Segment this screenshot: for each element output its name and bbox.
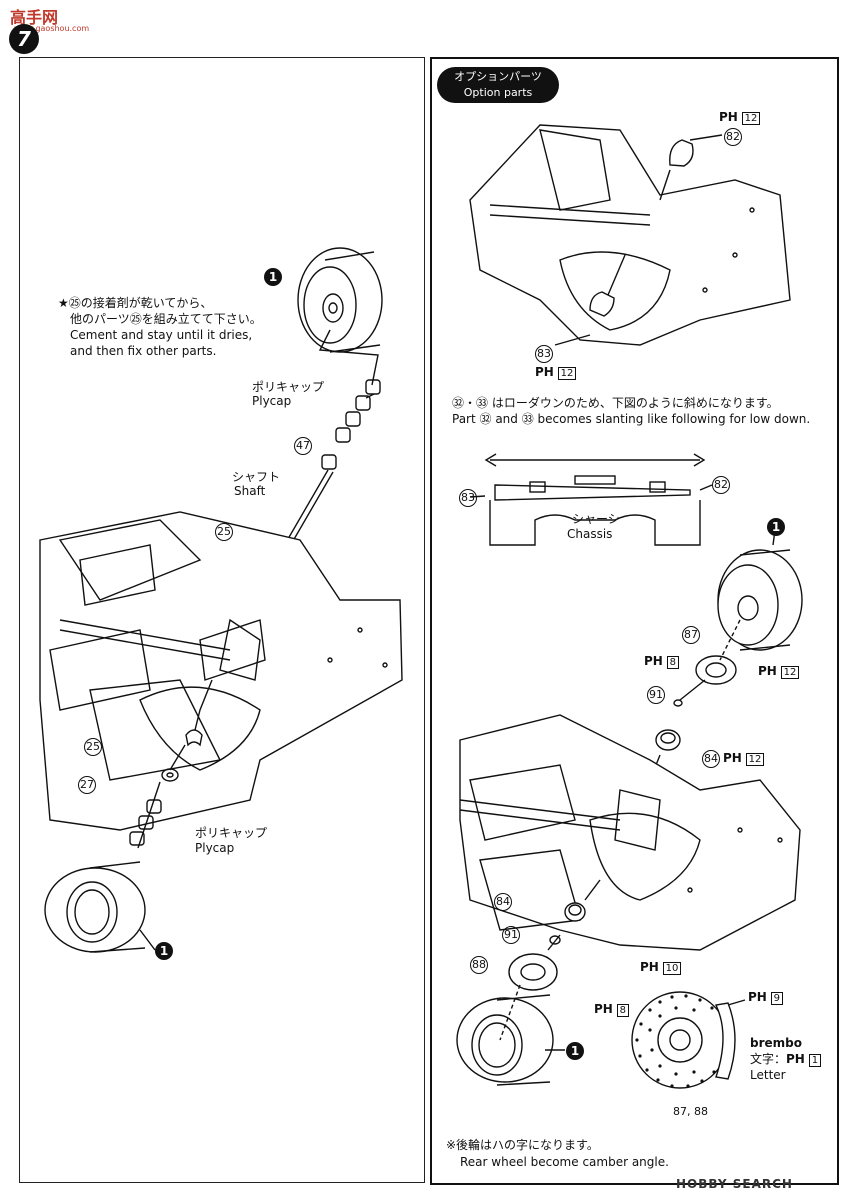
left-chassis [39,511,403,831]
letter-label-jp: 文字：PH 1 [750,1052,822,1068]
ph8-b: PH 8 [594,1002,630,1018]
rear-note-jp: ※後輪はハの字になります。 [446,1138,599,1152]
diag-82: 82 [712,476,730,494]
part-84-a: 84 [702,750,720,768]
left-wheel-badge-top: 1 [264,268,282,286]
ph12-d: PH 12 [723,751,765,767]
plycap-stack-lower [129,781,162,849]
plycap-label-en: Plycap [252,394,292,408]
parts-87-88: 87, 88 [673,1105,708,1118]
part-25-top: 25 [215,523,233,541]
cement-note-en-2: and then fix other parts. [70,344,217,358]
site-logo: 高手网 [10,8,59,27]
left-panel [19,57,425,1183]
option-wheel-upper [717,529,803,651]
ph10: PH 10 [640,960,682,976]
option-chassis-lower [459,714,801,951]
ph12-a: PH 12 [719,110,761,126]
part-87: 87 [682,626,700,644]
ph12-c: PH 12 [758,664,800,680]
part-88: 88 [470,956,488,974]
step-number: 7 [17,27,31,51]
slant-note-en: Part ㉜ and ㉝ becomes slanting like follo… [452,412,811,426]
option-wheel-lower [456,984,565,1086]
left-top-wheel [297,247,383,386]
cement-note-en-1: Cement and stay until it dries, [70,328,253,342]
plycap-label-jp: ポリキャップ [252,380,325,394]
brembo-disc [631,991,746,1089]
chassis-label-en: Chassis [567,527,613,541]
shaft-label-en: Shaft [234,484,266,498]
step-badge: 7 [9,24,39,54]
letter-label-en: Letter [750,1068,786,1082]
ph9: PH 9 [748,990,784,1006]
left-bottom-wheel [44,861,156,953]
ph12-b: PH 12 [535,365,577,381]
brembo-label: brembo [750,1036,802,1050]
slant-note-jp: ㉜・㉝ はローダウンのため、下図のように斜めになります。 [452,396,779,410]
option-wheel-badge-lower: 1 [566,1042,584,1060]
option-chassis-top [469,124,791,346]
site-logo-url: www.gaoshou.com [14,24,90,33]
part-91-b: 91 [502,926,520,944]
part-83: 83 [535,345,553,363]
part-47: 47 [294,437,312,455]
plycap2-label-en: Plycap [195,841,235,855]
part-82: 82 [724,128,742,146]
part-91-a: 91 [647,686,665,704]
slant-diagram [469,453,713,546]
part-27: 27 [78,776,96,794]
left-wheel-badge-bottom: 1 [155,942,173,960]
part-84-b: 84 [494,893,512,911]
footer-logo: HOBBY SEARCH [676,1177,793,1191]
cement-note-jp-2: 他のパーツ㉕を組み立てて下さい。 [70,312,262,326]
option-parts-jp: オプションパーツ [454,70,542,83]
shaft-label-jp: シャフト [232,470,281,484]
ph8-a: PH 8 [644,654,680,670]
option-wheel-badge-upper: 1 [767,518,785,536]
option-parts-badge: オプションパーツ Option parts [437,67,559,103]
plycap2-label-jp: ポリキャップ [195,826,268,840]
plycap-stack-upper [321,379,381,470]
diag-83: 83 [459,489,477,507]
option-parts-en: Option parts [463,86,533,99]
part-25-mid: 25 [84,738,102,756]
cement-note-jp-1: ★㉕の接着剤が乾いてから、 [58,296,213,310]
chassis-label-jp: シャーシ [572,512,620,526]
option-parts-panel [430,57,839,1185]
rear-note-en: Rear wheel become camber angle. [460,1155,669,1169]
